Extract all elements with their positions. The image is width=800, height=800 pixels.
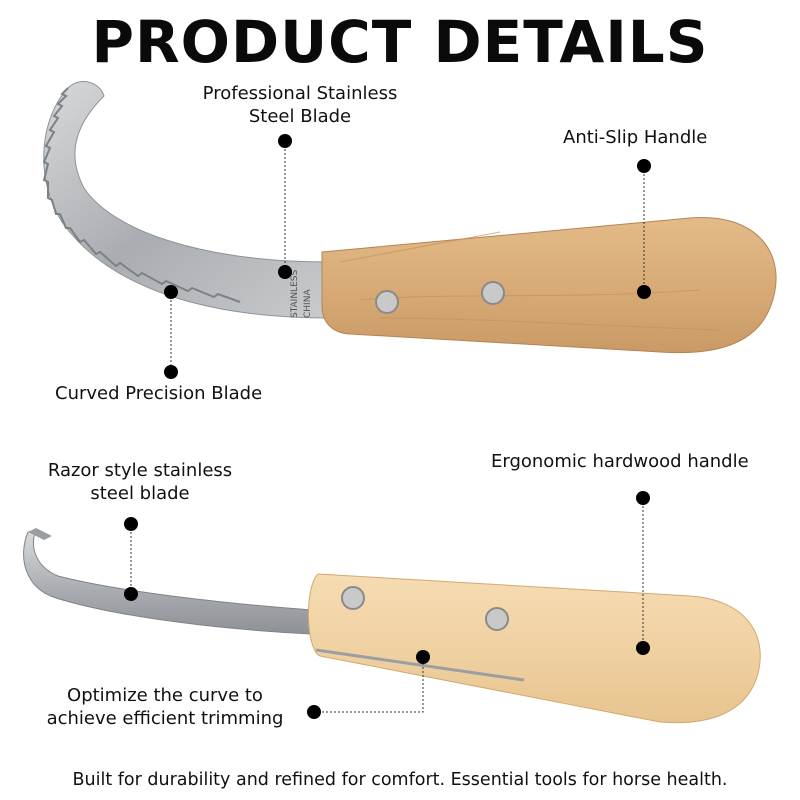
callout-optimize-curve: Optimize the curve to achieve efficient … xyxy=(46,685,284,729)
dot-ergo-end xyxy=(636,641,650,655)
hoof-knife-top: STAINLESS CHINA xyxy=(42,81,777,354)
rivet-2 xyxy=(481,281,505,305)
page-title: PRODUCT DETAILS xyxy=(91,8,709,76)
callout-anti-slip-handle: Anti-Slip Handle xyxy=(563,127,708,148)
hoof-knife-bottom xyxy=(23,528,761,724)
dot-optimize-end xyxy=(416,650,430,664)
callout-curved-blade: Curved Precision Blade xyxy=(55,383,263,404)
callout-razor-blade: Razor style stainless steel blade xyxy=(47,460,233,504)
wooden-handle xyxy=(321,216,777,354)
dot-razor-end xyxy=(124,587,138,601)
blade-tang-line xyxy=(315,648,525,682)
callout-blade-material: Professional Stainless Steel Blade xyxy=(202,83,398,127)
dot-handle-start xyxy=(637,159,651,173)
rivet-3 xyxy=(341,586,365,610)
dot-ergo-start xyxy=(636,491,650,505)
rivet-1 xyxy=(375,290,399,314)
dot-blade-material-end xyxy=(278,265,292,279)
serrated-edge xyxy=(42,87,241,303)
blade-stamp-line1: STAINLESS xyxy=(290,270,300,318)
blade-stamp-line2: CHINA xyxy=(303,289,313,318)
dot-razor-start xyxy=(124,517,138,531)
wooden-handle-bottom xyxy=(308,573,761,724)
rivet-4 xyxy=(485,607,509,631)
dot-curve-start xyxy=(164,285,178,299)
dot-curve-end xyxy=(164,365,178,379)
blade-hook xyxy=(28,528,52,540)
dot-blade-material-start xyxy=(278,134,292,148)
callout-leaders xyxy=(130,141,645,713)
callout-ergonomic-handle: Ergonomic hardwood handle xyxy=(491,451,749,472)
razor-blade xyxy=(23,529,313,635)
dot-handle-end xyxy=(637,285,651,299)
callout-dots xyxy=(124,134,651,719)
footer-tagline: Built for durability and refined for com… xyxy=(72,770,728,790)
dot-optimize-start xyxy=(307,705,321,719)
